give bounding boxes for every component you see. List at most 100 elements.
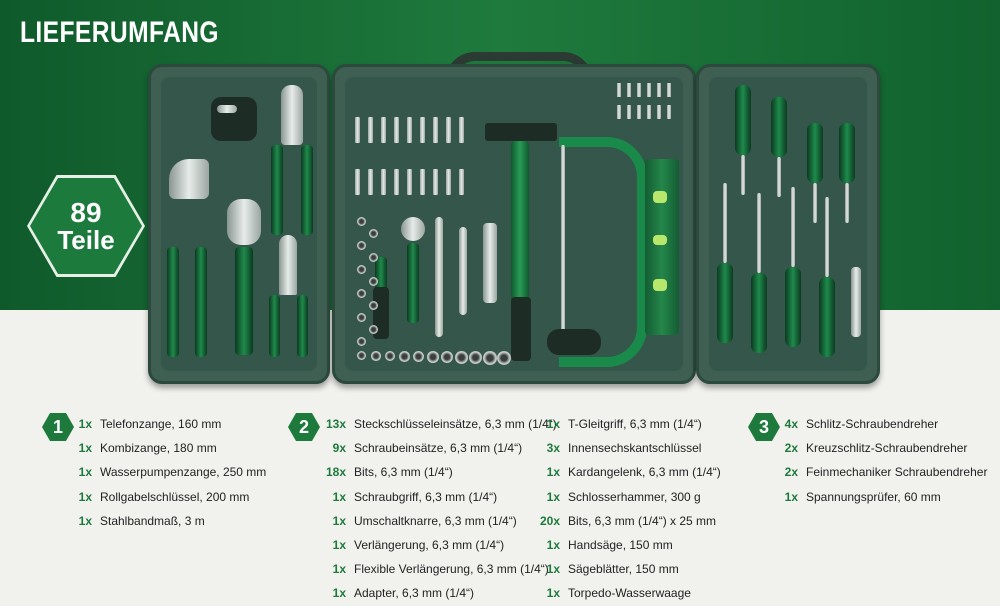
bit-icon	[627, 83, 631, 97]
item-quantity: 1x	[332, 538, 346, 552]
item-description: Umschaltknarre, 6,3 mm (1/4“)	[354, 513, 517, 528]
item-quantity: 4x	[784, 417, 798, 431]
item-quantity: 1x	[78, 513, 92, 528]
item-quantity: 13x	[325, 417, 346, 431]
spirit-level-icon	[645, 159, 679, 335]
item-description: Torpedo-Wasserwaage	[568, 586, 691, 601]
socket-icon	[369, 301, 378, 310]
item-description: Innensechskantschlüssel	[568, 441, 702, 456]
socket-icon	[427, 351, 439, 363]
socket-icon	[369, 277, 378, 286]
hammer-icon	[485, 123, 557, 141]
item-quantity: 1x	[546, 489, 560, 504]
socket-icon	[399, 351, 410, 362]
socket-icon	[385, 351, 395, 361]
ratchet-icon	[401, 217, 425, 241]
bit-icon	[355, 117, 360, 143]
socket-icon	[357, 313, 366, 322]
page-title: LIEFERUMFANG	[20, 16, 219, 49]
group-number-badge: 2	[288, 413, 320, 441]
extension-bar-icon	[435, 217, 443, 337]
screwdriver-icon	[717, 263, 733, 343]
bit-icon	[459, 117, 464, 143]
socket-icon	[469, 351, 482, 364]
item-quantity: 1x	[332, 489, 346, 504]
item-quantity: 1x	[546, 538, 560, 552]
item-description: Feinmechaniker Schraubendreher	[806, 465, 988, 480]
item-description: Flexible Verlängerung, 6,3 mm (1/4“)	[354, 562, 549, 577]
tape-measure-icon	[211, 97, 257, 141]
item-quantity: 18x	[325, 465, 346, 480]
socket-icon	[483, 351, 497, 365]
bit-icon	[657, 83, 661, 97]
item-quantity: 1x	[78, 417, 92, 431]
item-quantity: 1x	[332, 562, 346, 577]
parts-count: 89	[70, 197, 102, 228]
bit-icon	[647, 83, 651, 97]
item-description: Wasserpumpenzange, 250 mm	[100, 465, 267, 480]
bit-icon	[381, 169, 386, 195]
bit-icon	[446, 117, 451, 143]
item-quantity: 9x	[332, 441, 346, 456]
socket-icon	[357, 241, 366, 250]
socket-icon	[413, 351, 424, 362]
socket-icon	[357, 217, 366, 226]
bit-icon	[407, 169, 412, 195]
case-middle-panel	[332, 64, 696, 384]
bit-icon	[667, 83, 671, 97]
screwdriver-shaft	[813, 183, 817, 223]
item-quantity: 1x	[332, 586, 346, 601]
item-quantity: 1x	[78, 465, 92, 480]
voltage-tester-icon	[851, 267, 861, 337]
bit-icon	[433, 169, 438, 195]
item-description: Schlitz-Schraubendreher	[806, 417, 939, 431]
bit-icon	[368, 117, 373, 143]
item-quantity: 1x	[78, 489, 92, 504]
item-quantity: 1x	[78, 441, 92, 456]
bit-icon	[433, 117, 438, 143]
socket-icon	[455, 351, 468, 364]
item-quantity: 2x	[784, 465, 798, 480]
screwdriver-icon	[771, 97, 787, 157]
socket-icon	[357, 351, 366, 360]
socket-icon	[369, 253, 378, 262]
screwdriver-shaft	[825, 197, 829, 277]
item-description: T-Gleitgriff, 6,3 mm (1/4“)	[568, 417, 702, 431]
screwdriver-shaft	[845, 183, 849, 223]
item-description: Verlängerung, 6,3 mm (1/4“)	[354, 538, 505, 552]
adjustable-wrench-icon	[227, 199, 261, 245]
case-left-panel	[148, 64, 330, 384]
item-quantity: 1x	[784, 489, 798, 504]
socket-icon	[441, 351, 453, 363]
bit-icon	[394, 169, 399, 195]
item-quantity: 1x	[546, 562, 560, 577]
screwdriver-shaft	[723, 183, 727, 263]
bit-icon	[394, 117, 399, 143]
item-description: Kardangelenk, 6,3 mm (1/4“)	[568, 465, 721, 480]
item-quantity: 1x	[546, 465, 560, 480]
screwdriver-icon	[839, 123, 855, 183]
bit-icon	[667, 105, 671, 119]
bit-icon	[647, 105, 651, 119]
socket-icon	[357, 265, 366, 274]
item-quantity: 3x	[546, 441, 560, 456]
hacksaw-icon	[559, 137, 647, 367]
bit-icon	[657, 105, 661, 119]
item-description: Schlosserhammer, 300 g	[568, 489, 701, 504]
item-description: Spannungsprüfer, 60 mm	[806, 489, 941, 504]
bit-icon	[459, 169, 464, 195]
item-quantity: 1x	[332, 513, 346, 528]
item-description: Kombizange, 180 mm	[100, 441, 217, 456]
parts-label: Teile	[57, 225, 115, 255]
bit-icon	[368, 169, 373, 195]
screwdriver-icon	[785, 267, 801, 347]
screwdriver-icon	[751, 273, 767, 353]
socket-icon	[369, 325, 378, 334]
item-description: Bits, 6,3 mm (1/4“)	[354, 465, 453, 480]
item-description: Sägeblätter, 150 mm	[568, 562, 679, 577]
item-description: Steckschlüsseleinsätze, 6,3 mm (1/4“)	[354, 417, 557, 431]
item-quantity: 20x	[539, 513, 560, 528]
socket-icon	[357, 289, 366, 298]
bit-icon	[355, 169, 360, 195]
bit-icon	[627, 105, 631, 119]
